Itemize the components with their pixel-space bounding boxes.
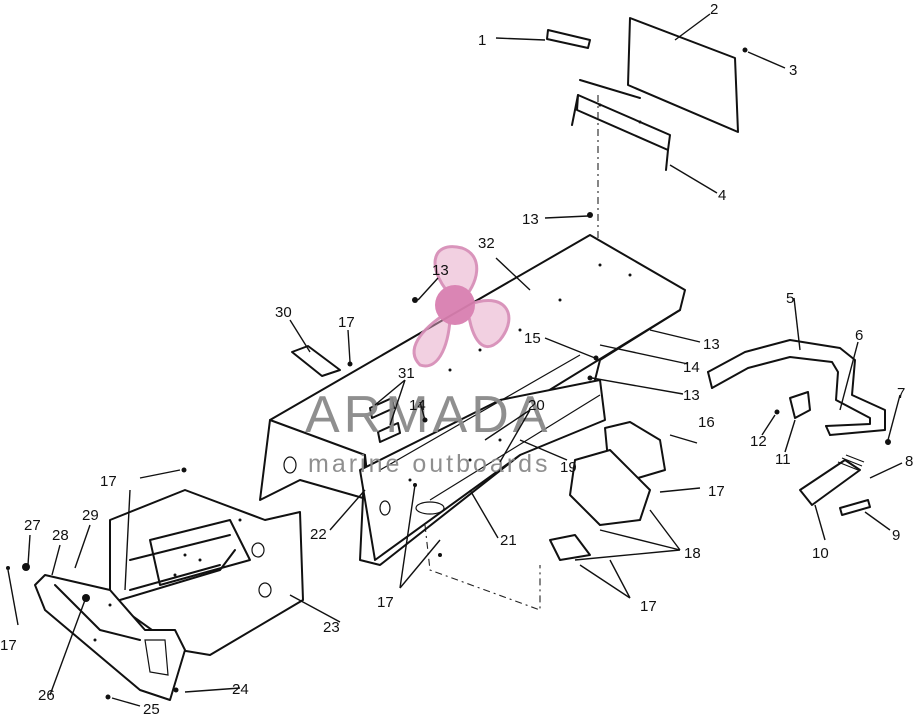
- callout-30: 30: [275, 304, 292, 321]
- callout-28: 28: [52, 527, 69, 544]
- callout-13-top: 13: [522, 211, 539, 228]
- leader-lines: [7, 13, 903, 707]
- rear-bumper: [34, 574, 186, 701]
- callout-3: 3: [789, 62, 797, 79]
- watermark-brand: ARMADA: [305, 386, 551, 444]
- callout-13-mid: 13: [683, 387, 700, 404]
- callout-11: 11: [775, 451, 791, 468]
- callout-1: 1: [478, 32, 486, 49]
- callout-17-mid: 17: [377, 594, 394, 611]
- callout-31: 31: [398, 365, 415, 382]
- callout-17-left: 17: [100, 473, 117, 490]
- engine-mount-block: [549, 421, 666, 561]
- callout-25: 25: [143, 701, 160, 716]
- callout-14-mid: 14: [409, 397, 426, 414]
- rear-handle: [707, 339, 886, 436]
- watermark-tagline: marine outboards: [308, 450, 551, 478]
- windshield-panel: [546, 17, 739, 133]
- callout-16: 16: [698, 414, 715, 431]
- callout-17-far-left: 17: [0, 637, 17, 654]
- callout-22: 22: [310, 526, 327, 543]
- callout-9: 9: [892, 527, 900, 544]
- mounting-bracket: [571, 79, 671, 171]
- bumper-end: [789, 391, 871, 516]
- rear-sub-frame: [109, 489, 304, 656]
- mount-plate: [291, 345, 341, 377]
- fasteners: [6, 47, 891, 700]
- callout-26: 26: [38, 687, 55, 704]
- callout-10: 10: [812, 545, 829, 562]
- callout-17-upper: 17: [338, 314, 355, 331]
- callout-23: 23: [323, 619, 340, 636]
- callout-17-right: 17: [708, 483, 725, 500]
- callout-12: 12: [750, 433, 767, 450]
- callout-18: 18: [684, 545, 701, 562]
- callout-24: 24: [232, 681, 249, 698]
- callout-21: 21: [500, 532, 517, 549]
- callout-5: 5: [786, 290, 794, 307]
- callout-6: 6: [855, 327, 863, 344]
- callout-2: 2: [710, 1, 718, 18]
- callout-7: 7: [897, 385, 905, 402]
- main-frame: [259, 234, 686, 566]
- callout-13-upper: 13: [432, 262, 449, 279]
- callout-32: 32: [478, 235, 495, 252]
- callout-27: 27: [24, 517, 41, 534]
- propeller-icon: [412, 245, 511, 368]
- callout-4: 4: [718, 187, 726, 204]
- callout-29: 29: [82, 507, 99, 524]
- callout-19: 19: [560, 459, 577, 476]
- callout-14-right: 14: [683, 359, 700, 376]
- callout-17-bottom: 17: [640, 598, 657, 615]
- callout-13-right: 13: [703, 336, 720, 353]
- callout-20: 20: [528, 397, 545, 414]
- callout-8: 8: [905, 453, 913, 470]
- brand-watermark: ARMADA marine outboards: [305, 245, 551, 478]
- callout-15: 15: [524, 330, 541, 347]
